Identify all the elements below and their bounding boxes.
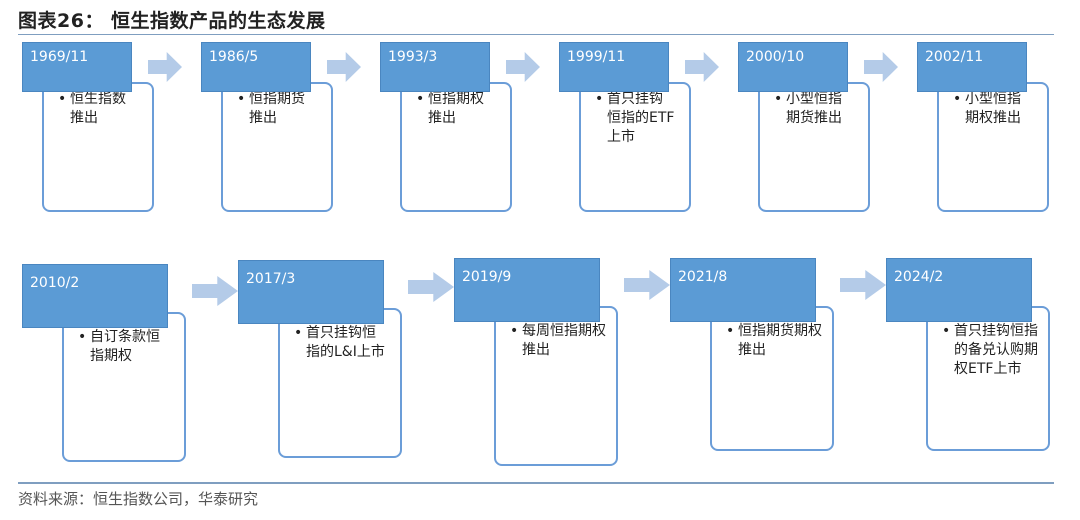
event-text: 恒生指数: [70, 91, 126, 107]
event-text: 恒指期货期权: [738, 323, 822, 339]
date-label: 2017/3: [238, 260, 384, 324]
event-text: 自订条款恒: [90, 329, 160, 345]
title-divider: [18, 34, 1054, 35]
event-box: •首只挂钩恒指的ETF 上市: [579, 82, 691, 212]
page-title: 图表26： 恒生指数产品的生态发展: [18, 10, 326, 32]
event-box: •恒指期货期权推出: [710, 306, 834, 451]
arrow-right-icon: [506, 52, 540, 82]
event-text: 小型恒指: [786, 91, 842, 107]
arrow-right-icon: [327, 52, 361, 82]
bullet-icon: •: [510, 323, 519, 339]
bullet-icon: •: [237, 91, 246, 107]
event-text: 首只挂钩恒指: [954, 323, 1038, 339]
event-text: 指期权: [90, 348, 132, 364]
date-label: 2010/2: [22, 264, 168, 328]
event-text: 恒指的ETF: [607, 110, 675, 126]
event-text: 期货推出: [786, 110, 842, 126]
event-text: 首只挂钩恒: [306, 325, 376, 341]
event-text: 恒指期货: [249, 91, 305, 107]
bullet-icon: •: [953, 91, 962, 107]
bullet-icon: •: [416, 91, 425, 107]
arrow-right-icon: [148, 52, 182, 82]
event-text: 推出: [738, 342, 766, 358]
source-note: 资料来源：恒生指数公司，华泰研究: [18, 490, 259, 508]
bullet-icon: •: [774, 91, 783, 107]
event-text: 上市: [607, 129, 635, 145]
event-text: 小型恒指: [965, 91, 1021, 107]
bullet-icon: •: [78, 329, 87, 345]
event-text: 的备兑认购期: [954, 342, 1038, 358]
event-box: •恒指期权推出: [400, 82, 512, 212]
arrow-right-icon: [685, 52, 719, 82]
event-box: •恒指期货推出: [221, 82, 333, 212]
date-label: 2021/8: [670, 258, 816, 322]
arrow-right-icon: [624, 270, 670, 300]
arrow-right-icon: [192, 276, 238, 306]
date-label: 2000/10: [738, 42, 848, 92]
arrow-right-icon: [408, 272, 454, 302]
bullet-icon: •: [294, 325, 303, 341]
event-text: 每周恒指期权: [522, 323, 606, 339]
event-text: 指的L&I上市: [306, 344, 385, 360]
date-label: 2002/11: [917, 42, 1027, 92]
date-label: 1999/11: [559, 42, 669, 92]
event-box: •首只挂钩恒指的L&I上市: [278, 308, 402, 458]
event-box: •小型恒指期货推出: [758, 82, 870, 212]
event-text: 期权推出: [965, 110, 1021, 126]
event-box: •首只挂钩恒指的备兑认购期权ETF上市: [926, 306, 1050, 451]
date-label: 1969/11: [22, 42, 132, 92]
bullet-icon: •: [726, 323, 735, 339]
event-text: 推出: [522, 342, 550, 358]
event-box: •每周恒指期权推出: [494, 306, 618, 466]
event-text: 恒指期权: [428, 91, 484, 107]
bullet-icon: •: [58, 91, 67, 107]
event-box: •自订条款恒指期权: [62, 312, 186, 462]
event-text: 推出: [249, 110, 277, 126]
bullet-icon: •: [595, 91, 604, 107]
event-text: 权ETF上市: [954, 361, 1022, 377]
arrow-right-icon: [840, 270, 886, 300]
arrow-right-icon: [864, 52, 898, 82]
date-label: 2024/2: [886, 258, 1032, 322]
event-text: 首只挂钩: [607, 91, 663, 107]
event-text: 推出: [70, 110, 98, 126]
event-box: •小型恒指期权推出: [937, 82, 1049, 212]
event-box: •恒生指数推出: [42, 82, 154, 212]
footer-divider: [18, 482, 1054, 484]
event-text: 推出: [428, 110, 456, 126]
date-label: 1986/5: [201, 42, 311, 92]
bullet-icon: •: [942, 323, 951, 339]
date-label: 2019/9: [454, 258, 600, 322]
date-label: 1993/3: [380, 42, 490, 92]
